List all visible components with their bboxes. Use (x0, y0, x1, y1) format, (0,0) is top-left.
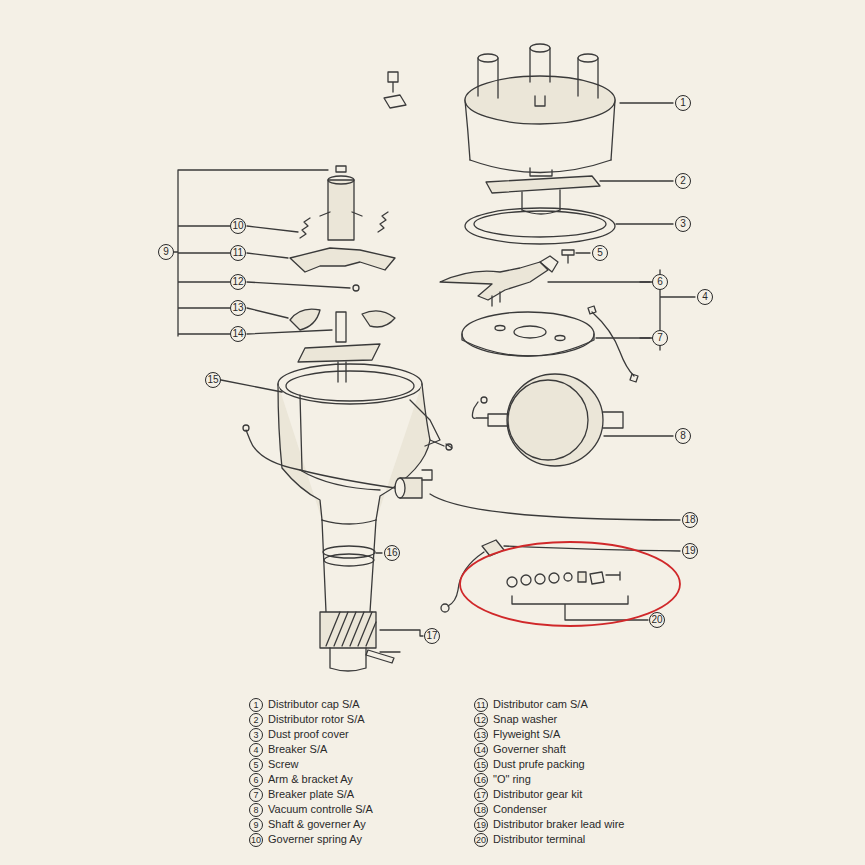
legend-number: 8 (249, 803, 263, 817)
part-name: Shaft & governer Ay (268, 818, 366, 831)
part-name: Vacuum controlle S/A (268, 803, 373, 816)
callout-number: 8 (675, 428, 691, 444)
legend-number: 13 (474, 728, 488, 742)
part-name: Breaker S/A (268, 743, 327, 756)
legend-number: 16 (474, 773, 488, 787)
legend-number: 3 (249, 728, 263, 742)
part-name: Arm & bracket Ay (268, 773, 353, 786)
part-name: Screw (268, 758, 299, 771)
callout-number: 17 (424, 628, 440, 644)
legend-number: 11 (474, 698, 488, 712)
part-name: Governer shaft (493, 743, 566, 756)
callout-number: 19 (682, 543, 698, 559)
callout-number: 14 (230, 326, 246, 342)
callout-number: 5 (592, 245, 608, 261)
callout-number: 6 (652, 274, 668, 290)
part-name: Distributor terminal (493, 833, 585, 846)
callout-number: 10 (230, 218, 246, 234)
callout-number: 7 (652, 330, 668, 346)
legend-number: 10 (249, 833, 263, 847)
part-name: Distributor braker lead wire (493, 818, 624, 831)
part-name: "O" ring (493, 773, 531, 786)
part-name: Snap washer (493, 713, 557, 726)
legend-number: 18 (474, 803, 488, 817)
legend-number: 14 (474, 743, 488, 757)
callout-number: 15 (205, 372, 221, 388)
callout-number: 3 (675, 216, 691, 232)
part-name: Governer spring Ay (268, 833, 362, 846)
legend-number: 15 (474, 758, 488, 772)
callout-number: 11 (230, 245, 246, 261)
legend-number: 2 (249, 713, 263, 727)
callout-number: 2 (675, 173, 691, 189)
part-name: Distributor gear kit (493, 788, 582, 801)
legend-number: 5 (249, 758, 263, 772)
part-name: Breaker plate S/A (268, 788, 354, 801)
part-name: Distributor rotor S/A (268, 713, 365, 726)
callout-number: 12 (230, 274, 246, 290)
legend-number: 20 (474, 833, 488, 847)
callout-number: 16 (384, 545, 400, 561)
legend-number: 12 (474, 713, 488, 727)
legend-number: 19 (474, 818, 488, 832)
callout-number: 1 (675, 95, 691, 111)
legend-number: 4 (249, 743, 263, 757)
legend-number: 6 (249, 773, 263, 787)
part-name: Distributor cam S/A (493, 698, 588, 711)
callout-number: 4 (697, 289, 713, 305)
part-name: Flyweight S/A (493, 728, 560, 741)
callout-number: 18 (682, 512, 698, 528)
part-name: Condenser (493, 803, 547, 816)
callout-number: 13 (230, 300, 246, 316)
part-name: Dust proof cover (268, 728, 349, 741)
legend-number: 9 (249, 818, 263, 832)
callout-number: 20 (649, 612, 665, 628)
legend-number: 7 (249, 788, 263, 802)
part-name: Distributor cap S/A (268, 698, 360, 711)
callout-number: 9 (158, 244, 174, 260)
part-name: Dust prufe packing (493, 758, 585, 771)
legend-number: 1 (249, 698, 263, 712)
legend-number: 17 (474, 788, 488, 802)
